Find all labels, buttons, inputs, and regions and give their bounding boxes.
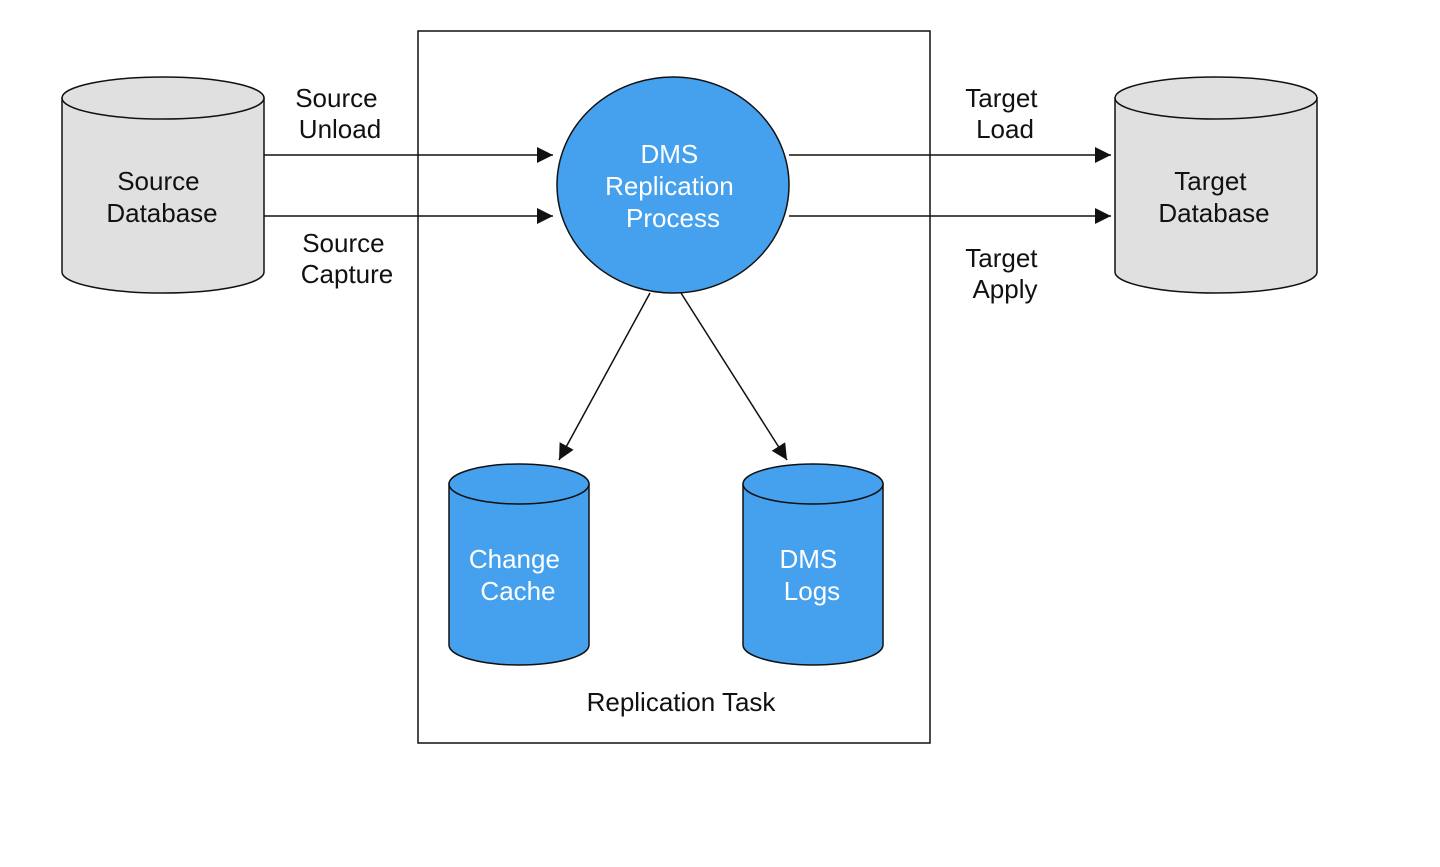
edge-source-capture: Source Capture [263, 208, 553, 289]
source-database-label: Source Database [106, 166, 217, 228]
source-unload-line2: Unload [299, 114, 381, 144]
target-load-label: Target Load [965, 83, 1045, 144]
target-database-line2: Database [1158, 198, 1269, 228]
edge-source-unload: Source Unload [263, 83, 553, 163]
target-database-line1: Target [1174, 166, 1247, 196]
target-load-line1: Target [965, 83, 1038, 113]
source-unload-label: Source Unload [295, 83, 385, 144]
dms-replication-process: DMS Replication Process [556, 76, 790, 294]
source-database-line2: Database [106, 198, 217, 228]
target-database-label: Target Database [1158, 166, 1269, 228]
process-line2: Replication [605, 171, 734, 201]
edge-target-apply: Target Apply [789, 208, 1111, 304]
source-database-cylinder: Source Database [61, 76, 265, 294]
process-line1: DMS [640, 139, 698, 169]
source-database-line1: Source [117, 166, 199, 196]
target-database-cylinder: Target Database [1114, 76, 1318, 294]
change-cache-label: Change Cache [469, 544, 567, 606]
edge-target-load: Target Load [789, 83, 1111, 163]
change-cache-cylinder: Change Cache [448, 463, 590, 666]
dms-logs-cylinder: DMS Logs [742, 463, 884, 666]
target-load-line2: Load [976, 114, 1034, 144]
change-cache-line2: Cache [480, 576, 555, 606]
target-apply-line2: Apply [972, 274, 1037, 304]
dms-logs-label: DMS Logs [779, 544, 844, 606]
dms-logs-line2: Logs [784, 576, 840, 606]
target-apply-label: Target Apply [965, 243, 1045, 304]
edge-process-to-change-cache [558, 292, 651, 461]
process-label: DMS Replication Process [605, 139, 741, 233]
target-apply-line1: Target [965, 243, 1038, 273]
source-capture-label: Source Capture [301, 228, 394, 289]
replication-task-label: Replication Task [587, 687, 777, 717]
dms-logs-line1: DMS [779, 544, 837, 574]
source-capture-line2: Capture [301, 259, 394, 289]
source-unload-line1: Source [295, 83, 377, 113]
edge-process-to-dms-logs [680, 292, 788, 461]
source-capture-line1: Source [302, 228, 384, 258]
process-line3: Process [626, 203, 720, 233]
change-cache-line1: Change [469, 544, 560, 574]
